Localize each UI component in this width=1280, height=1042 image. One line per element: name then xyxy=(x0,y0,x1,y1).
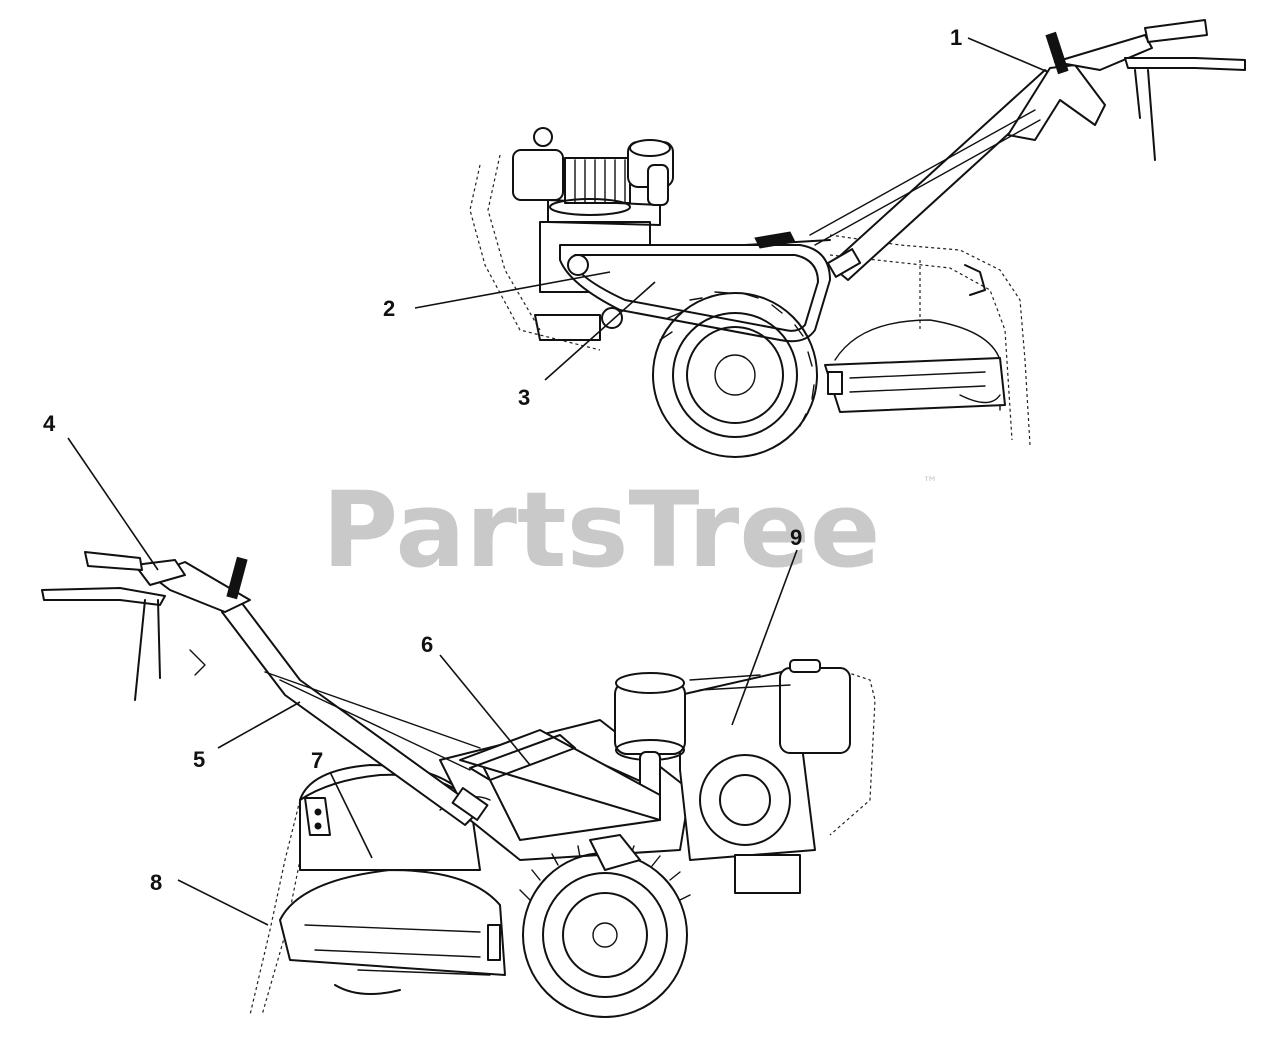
upper-tiller-illustration xyxy=(469,19,1246,458)
callout-label-7: 7 xyxy=(311,748,323,773)
callout-label-4: 4 xyxy=(43,411,56,436)
callout-3: 3 xyxy=(518,281,656,410)
lower-tiller-illustration xyxy=(41,551,876,1018)
callout-label-9: 9 xyxy=(790,525,802,550)
cylinder-fins xyxy=(564,157,631,204)
callout-4: 4 xyxy=(43,411,159,571)
callout-8: 8 xyxy=(150,870,269,926)
watermark-brand: PartsTree xyxy=(322,469,880,591)
callout-1: 1 xyxy=(950,25,1049,73)
callouts: 1 2 3 4 5 6 7 8 xyxy=(43,25,1049,926)
watermark-trademark: ™ xyxy=(922,473,938,492)
callout-5: 5 xyxy=(193,701,301,772)
callout-label-5: 5 xyxy=(193,747,205,772)
callout-label-2: 2 xyxy=(383,296,395,321)
callout-9: 9 xyxy=(731,525,802,726)
callout-label-6: 6 xyxy=(421,632,433,657)
callout-2: 2 xyxy=(383,271,611,321)
callout-label-1: 1 xyxy=(950,25,962,50)
callout-6: 6 xyxy=(421,632,531,766)
callout-label-3: 3 xyxy=(518,385,530,410)
callout-7: 7 xyxy=(311,748,373,859)
watermark: PartsTree ™ xyxy=(322,469,938,591)
callout-label-8: 8 xyxy=(150,870,162,895)
upper-wheel xyxy=(652,291,818,458)
lower-wheel xyxy=(519,845,691,1018)
